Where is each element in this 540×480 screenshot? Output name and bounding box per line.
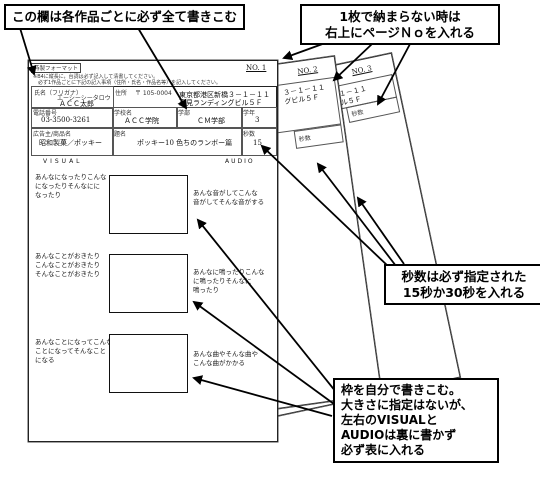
audio-text-1: あんな音がしてこんな 音がしてそんな音がする (193, 189, 265, 206)
name-cell (31, 86, 114, 109)
phone-cell (31, 107, 114, 129)
callout-frames: 枠を自分で書きこむ。 大きさに指定はないが、 左右のVISUALと AUDIOは… (333, 378, 499, 463)
name-kana: エーシーシータロウ (57, 95, 111, 102)
grade-cell (241, 107, 277, 129)
callout-page-number: 1枚で納まらない時は 右上にページＮｏを入れる (300, 4, 500, 46)
arrow-group-top-right (282, 41, 411, 106)
visual-frame-3 (109, 334, 188, 393)
title-label: 題名 (114, 131, 127, 138)
instruction-note-1: ※B4に縦長に，台詞は必ず記入して清書してください。 (33, 74, 159, 80)
seconds-label: 秒数 (243, 131, 256, 138)
name-value: ＡＣＣ太郎 (59, 100, 94, 108)
visual-frame-2 (109, 254, 188, 313)
school-label: 学校名 (114, 110, 133, 117)
visual-text-3: あんなことになってこんな ことになってそんなこと になる (35, 338, 113, 364)
dept-label: 学部 (178, 110, 191, 117)
page-number: NO. 1 (246, 64, 267, 72)
postal-code: 〒 105-0004 (135, 90, 172, 97)
grade-value: 3 (255, 116, 260, 124)
title-value: ポッキー10 色ちのランボー篇 (137, 139, 233, 147)
audio-text-3: あんな曲やそんな曲や こんな曲がかかる (193, 350, 258, 367)
phone-label: 電話番号 (33, 110, 58, 117)
grade-label: 学年 (243, 110, 256, 117)
company-cell (31, 127, 114, 156)
address-line-2: 高見ランディングビル５Ｆ (179, 99, 263, 107)
callout-seconds: 秒数は必ず指定された 15秒か30秒を入れる (384, 264, 540, 306)
school-value: ＡＣＣ学院 (124, 117, 159, 125)
company-label: 広告主/商品名 (33, 131, 72, 138)
callout-header-fields: この欄は各作品ごとに必ず全て書きこむ (4, 4, 246, 30)
dept-cell (176, 107, 243, 129)
visual-label: VISUAL (43, 158, 83, 165)
title-cell (112, 127, 243, 156)
visual-text-2: あんなことがおきたり こんなことがおきたり そんなことがおきたり (35, 252, 100, 278)
phone-value: 03-3500-3261 (41, 116, 91, 124)
instruction-note-2: 必ず1作品ごとに下記の記入事項（住所・氏名・作品名等）を記入してください。 (33, 80, 221, 86)
visual-text-1: あんなになったりこんな になったりそんなにに なったり (35, 173, 107, 199)
seconds-value: 15 (253, 139, 262, 147)
address-label: 住所 (115, 90, 128, 97)
sheet-page-1: 特製フォーマット NO. 1 ※B4に縦長に，台詞は必ず記入して清書してください… (28, 60, 278, 442)
audio-text-2: あんなに鳴ったりこんな に鳴ったりそんなに 鳴ったり (193, 268, 265, 294)
name-label: 氏名（フリガナ） (34, 90, 83, 97)
company-value: 昭和製菓／ポッキー (39, 139, 102, 147)
audio-label: AUDIO (225, 158, 255, 165)
school-cell (112, 107, 178, 129)
arrow-group-top-left (19, 27, 188, 110)
address-line-1: 東京都港区新橋３－１－１１ (179, 91, 270, 99)
arrow-group-frames (192, 218, 337, 417)
visual-frame-1 (109, 175, 188, 234)
arrow-group-seconds (260, 144, 405, 269)
seconds-cell (241, 127, 277, 156)
dept-value: ＣＭ学部 (197, 117, 225, 125)
